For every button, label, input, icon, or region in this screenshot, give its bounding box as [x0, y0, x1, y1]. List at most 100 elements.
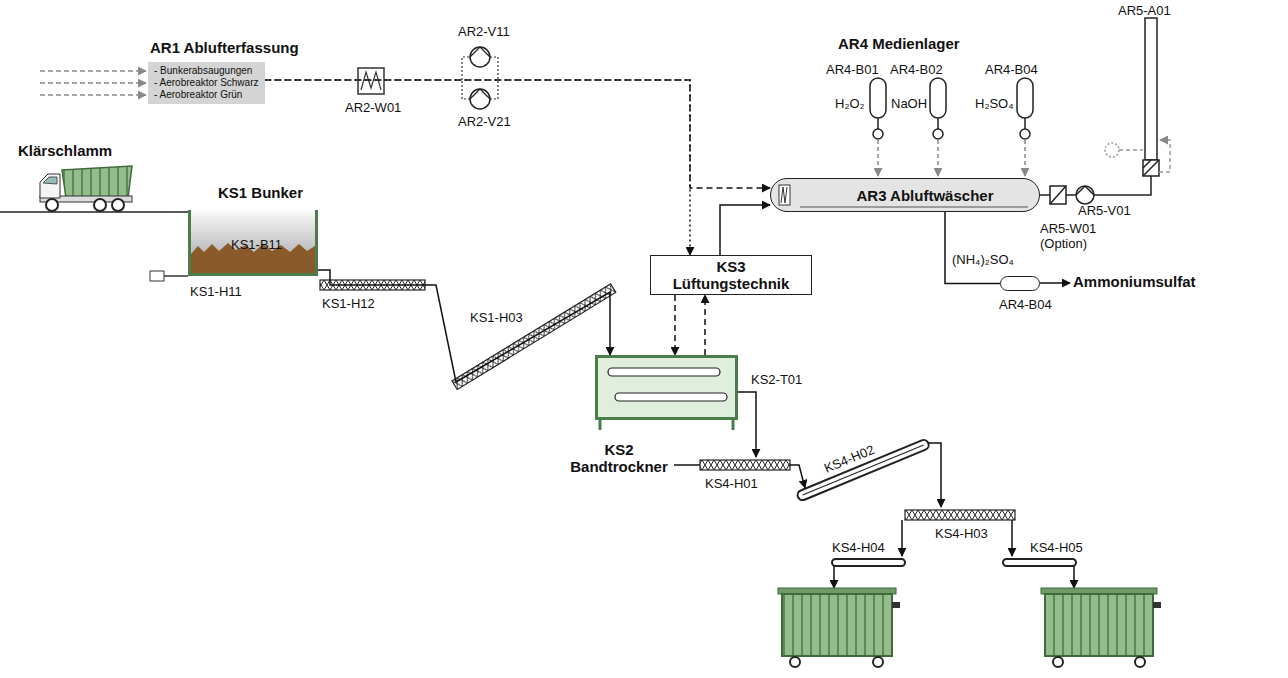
wheel: [1053, 657, 1063, 667]
part-label: H₂O₂: [835, 96, 865, 111]
heat-exchanger-coil: [361, 72, 381, 90]
scrubber-heater: [779, 185, 790, 205]
scrubber-vessel: AR3 Abluftwäscher: [770, 178, 1040, 212]
heat-exchanger: [358, 68, 384, 94]
dosing-arrow: [1024, 140, 1026, 176]
node-label: - Aerobreaktor Grün: [154, 89, 259, 101]
part-label: KS4-H04: [832, 540, 885, 555]
product-arrow: [1040, 282, 1070, 284]
part-label: Klärschlamm: [18, 143, 112, 158]
wheel: [112, 199, 124, 211]
container-body: [782, 594, 892, 656]
flow-arrow: [738, 392, 756, 457]
intake-arrow: [40, 82, 146, 84]
media-tank: [930, 78, 946, 118]
node-label: AR3 Abluftwäscher: [857, 187, 994, 204]
part-label: KS1-H11: [190, 284, 242, 299]
belt-conveyor: [832, 559, 905, 566]
flow-arrow: [1073, 566, 1075, 588]
dosing-pump: [873, 129, 883, 139]
flow-connector: [265, 80, 771, 188]
part-label: KS4-H01: [705, 476, 758, 491]
container: [778, 588, 900, 667]
damper-mark: [1143, 160, 1159, 176]
part-label: KS1-H12: [322, 296, 375, 311]
container-handle: [892, 602, 900, 608]
dryer-leg: [599, 420, 602, 430]
part-label: KS1-H03: [470, 310, 523, 325]
part-label: KS4-H05: [1030, 540, 1083, 555]
node-label: KS1-B11: [231, 236, 282, 253]
flow-connector: [704, 295, 706, 355]
wheel: [94, 199, 106, 211]
intake-arrows: [40, 71, 146, 95]
part-label: AR4-B02: [890, 62, 943, 77]
inclined-belt: [796, 438, 930, 501]
part-label: Ammoniumsulfat: [1073, 274, 1196, 289]
dosing-pump: [1020, 129, 1030, 139]
flow-arrow: [790, 465, 805, 488]
fan-mark: [1076, 186, 1094, 195]
flow-arrow: [901, 520, 903, 556]
part-label: (NH₄)₂SO₄: [952, 252, 1014, 267]
truck: [0, 166, 190, 212]
dryer-belt: [608, 368, 720, 376]
flow-arrow: [1011, 520, 1013, 556]
option-fan: [1105, 143, 1119, 157]
media-tanks: [870, 78, 1033, 176]
flow-arrows: [674, 392, 1074, 588]
flow-arrow: [833, 566, 835, 588]
belt-conveyor: [1003, 559, 1076, 566]
node-heading: AR1 Ablufterfassung: [150, 39, 299, 56]
exhaust-train: [1040, 18, 1170, 204]
media-tank: [1017, 78, 1033, 118]
media-tank: [870, 78, 886, 118]
container-body: [1045, 594, 1153, 656]
dosing-arrow: [937, 140, 939, 176]
bunker-ground: [188, 210, 318, 276]
dosing-pump: [933, 129, 943, 139]
belt-body: [796, 438, 930, 501]
flow-connector: [674, 295, 676, 355]
part-label: AR2-W01: [345, 100, 401, 115]
fan-pair: [462, 47, 498, 109]
stack: [1145, 18, 1157, 160]
dosing-arrow: [877, 140, 879, 176]
belt-dryer: KS2-T01KS2 Bandtrockner: [595, 355, 738, 420]
dryer-ground: [595, 355, 738, 420]
fan-mark: [470, 89, 490, 99]
wheel: [1135, 657, 1145, 667]
flow-line: [674, 464, 700, 466]
part-label: AR4-B04: [985, 62, 1038, 77]
scrubber-vessel: [770, 178, 1040, 212]
bunker-fill: [150, 210, 318, 281]
node-heading: KS1 Bunker: [218, 184, 303, 201]
pipe: [1024, 118, 1026, 129]
bunker-box: KS1 BunkerKS1-B11: [188, 210, 318, 276]
screw-conveyor: [905, 510, 1015, 520]
part-label: H₂SO₄: [975, 96, 1014, 111]
flow-arrow: [928, 443, 941, 507]
screw-conveyors: [320, 280, 1015, 520]
container-handle: [1153, 602, 1161, 608]
cab-window: [43, 177, 57, 184]
truck-cab: [40, 174, 60, 198]
node-label: KS3 Lüftungstechnik: [661, 258, 801, 292]
node-heading: KS2-T01: [751, 371, 802, 388]
part-label: AR4-B01: [826, 62, 879, 77]
node-label: - Bunkerabsaugungen: [154, 65, 259, 77]
container: [1041, 588, 1161, 667]
part-label: KS4-H03: [935, 526, 988, 541]
part-label: AR2-V21: [458, 114, 511, 129]
fan-symbol: [470, 47, 490, 67]
drive-motor: [150, 271, 164, 281]
intake-arrow: [40, 70, 146, 72]
part-label: AR5-V01: [1078, 203, 1131, 218]
product-tank: AR4-B04: [1000, 276, 1040, 291]
exhaust-fan: [1076, 186, 1094, 204]
cooler-mark: [1050, 186, 1066, 204]
process-box: KS3 Lüftungstechnik: [650, 255, 812, 295]
part-label: AR4 Medienlager: [838, 36, 960, 51]
scrubber-fill: [770, 178, 1040, 212]
